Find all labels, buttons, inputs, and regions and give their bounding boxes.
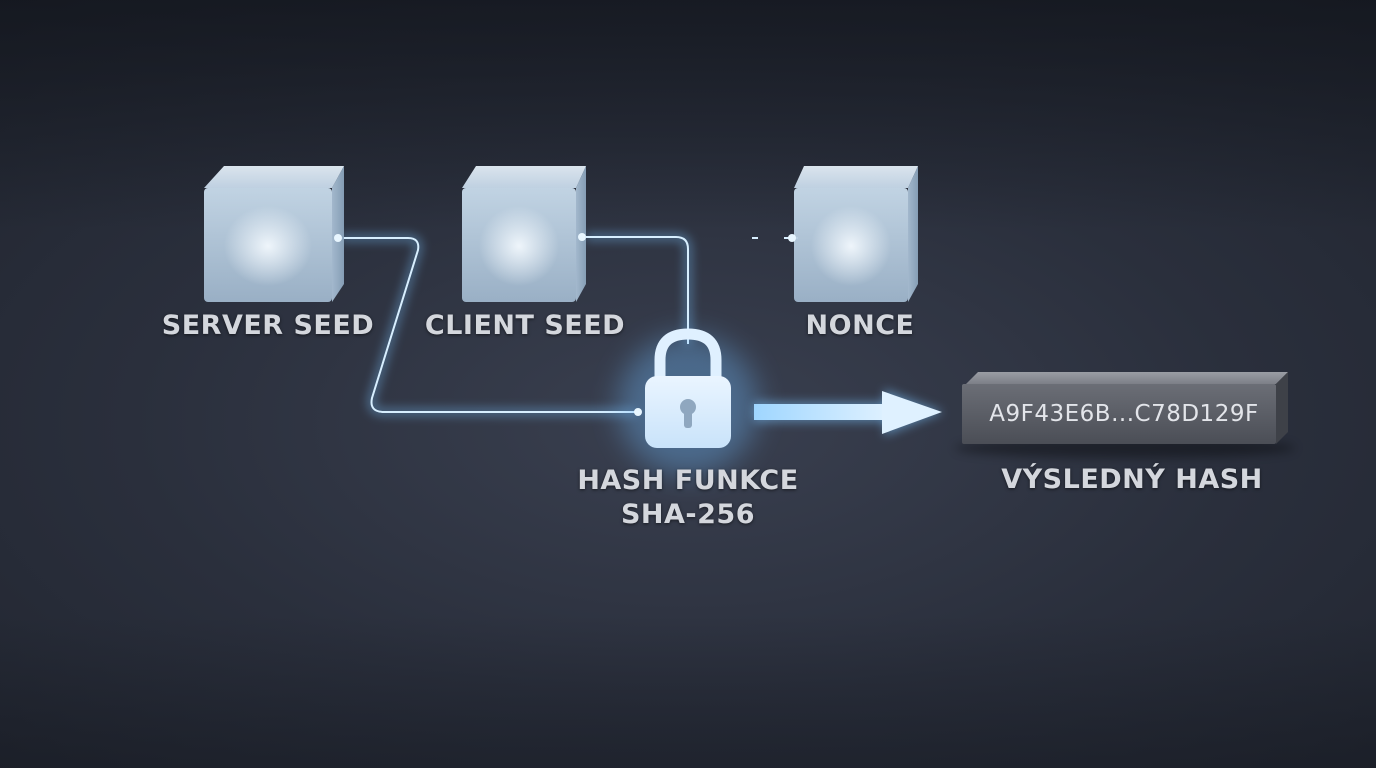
server-seed-cube	[204, 166, 344, 302]
client-seed-cube	[462, 166, 586, 302]
result-hash-bar	[955, 372, 1295, 458]
hash-function-label: HASH FUNKCE SHA-256	[548, 464, 828, 532]
client-seed-label: CLIENT SEED	[424, 310, 626, 341]
nonce-label: NONCE	[805, 310, 915, 341]
wire-server-to-hash	[340, 234, 636, 416]
hash-function-title: HASH FUNKCE	[577, 465, 799, 496]
wire-client-to-hash	[586, 233, 692, 344]
nonce-cube	[788, 166, 918, 302]
hash-function-algorithm: SHA-256	[620, 499, 755, 530]
result-hash-label: VÝSLEDNÝ HASH	[1001, 464, 1263, 495]
output-arrow	[754, 389, 944, 436]
server-seed-label: SERVER SEED	[161, 310, 375, 341]
result-hash-value: A9F43E6B...C78D129F	[989, 401, 1259, 427]
padlock-icon	[618, 328, 758, 475]
